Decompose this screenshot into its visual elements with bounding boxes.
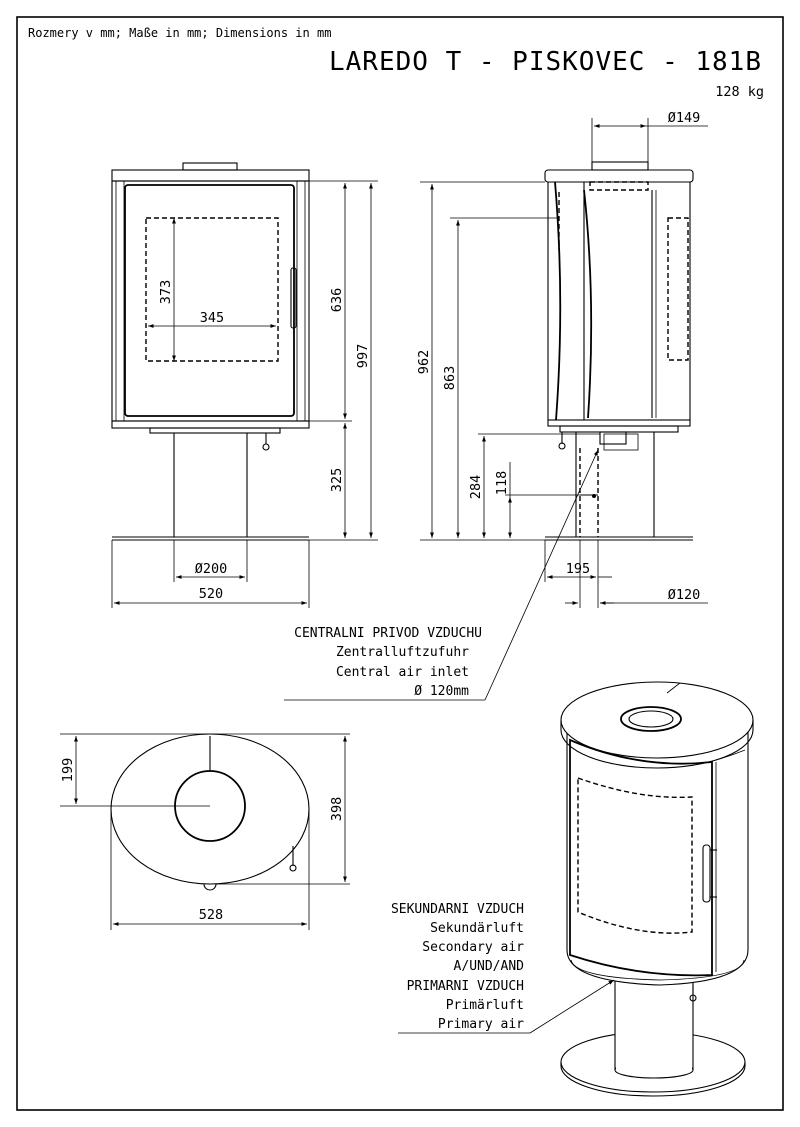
secondary-air-en: Secondary air: [422, 940, 524, 955]
iso-door: [569, 738, 713, 977]
primary-air-cz: PRIMARNI VZDUCH: [407, 979, 524, 994]
iso-window: [577, 777, 693, 934]
dim-center-offset: 199: [60, 758, 76, 782]
units-note: Rozmery v mm; Maße in mm; Dimensions in …: [28, 26, 331, 40]
dim-flue-height: 863: [442, 366, 458, 390]
front-ash-plate: [149, 427, 281, 434]
dim-top-width: 528: [199, 907, 223, 923]
iso-flue-ring: [620, 706, 682, 732]
dim-inlet-height: 284: [468, 475, 484, 499]
side-flue-stub: [591, 161, 649, 171]
front-flue-stub: [182, 162, 238, 171]
front-window: [145, 217, 279, 362]
sheet-border: [16, 16, 784, 1111]
air-inlet-label-cz: CENTRALNI PRIVOD VZDUCHU: [294, 626, 482, 641]
side-top-lid: [544, 169, 694, 183]
top-view: [110, 733, 310, 891]
iso-column: [614, 974, 694, 1071]
dim-flue-diameter: Ø149: [668, 110, 701, 126]
and-label: A/UND/AND: [454, 959, 525, 974]
front-door-handle: [290, 267, 297, 329]
air-inlet-label-de: Zentralluftzufuhr: [336, 645, 469, 660]
dim-inlet-pos: 118: [494, 471, 510, 495]
side-dimensions: Ø149 962 863 284 118 195 Ø120: [416, 110, 708, 608]
dim-depth: 398: [329, 797, 345, 821]
iso-handle: [702, 844, 711, 903]
model-title: LAREDO T - PISKOVEC - 181B: [329, 47, 762, 77]
dim-inlet-offset: 195: [566, 561, 590, 577]
dim-upper-height: 636: [329, 288, 345, 312]
front-view: [111, 162, 310, 541]
front-left-edge: [115, 180, 125, 422]
primary-air-en: Primary air: [438, 1017, 524, 1032]
secondary-air-de: Sekundärluft: [430, 921, 524, 936]
dim-window-height: 373: [158, 280, 174, 304]
front-dimensions: 373 345 636 325 997 Ø200 520: [111, 180, 378, 608]
secondary-air-cz: SEKUNDARNI VZDUCH: [391, 902, 524, 917]
iso-view: [560, 681, 754, 1097]
dim-base-height: 325: [329, 468, 345, 492]
air-inlet-label-diameter: Ø 120mm: [414, 684, 469, 699]
dim-inlet-diameter: Ø120: [668, 587, 701, 603]
top-dimensions: 199 398 528: [60, 733, 350, 930]
front-body: [111, 180, 310, 422]
iso-body: [566, 727, 749, 986]
air-inlet-callout: CENTRALNI PRIVOD VZDUCHU Zentralluftzufu…: [284, 449, 599, 701]
air-callout: SEKUNDARNI VZDUCH Sekundärluft Secondary…: [391, 902, 615, 1034]
iso-top: [560, 681, 754, 759]
dim-total-height: 997: [355, 344, 371, 368]
air-inlet-label-en: Central air inlet: [336, 665, 469, 680]
front-bottom-plate: [111, 420, 310, 429]
front-right-edge: [296, 180, 306, 422]
dim-side-total-height: 962: [416, 350, 432, 374]
front-top-lid: [111, 169, 310, 182]
dim-window-width: 345: [200, 310, 224, 326]
dim-base-width: 520: [199, 586, 223, 602]
primary-air-de: Primärluft: [446, 998, 524, 1013]
dim-column-diameter: Ø200: [195, 561, 228, 577]
weight-label: 128 kg: [715, 84, 764, 100]
front-door: [124, 184, 295, 417]
side-view: [544, 161, 694, 541]
